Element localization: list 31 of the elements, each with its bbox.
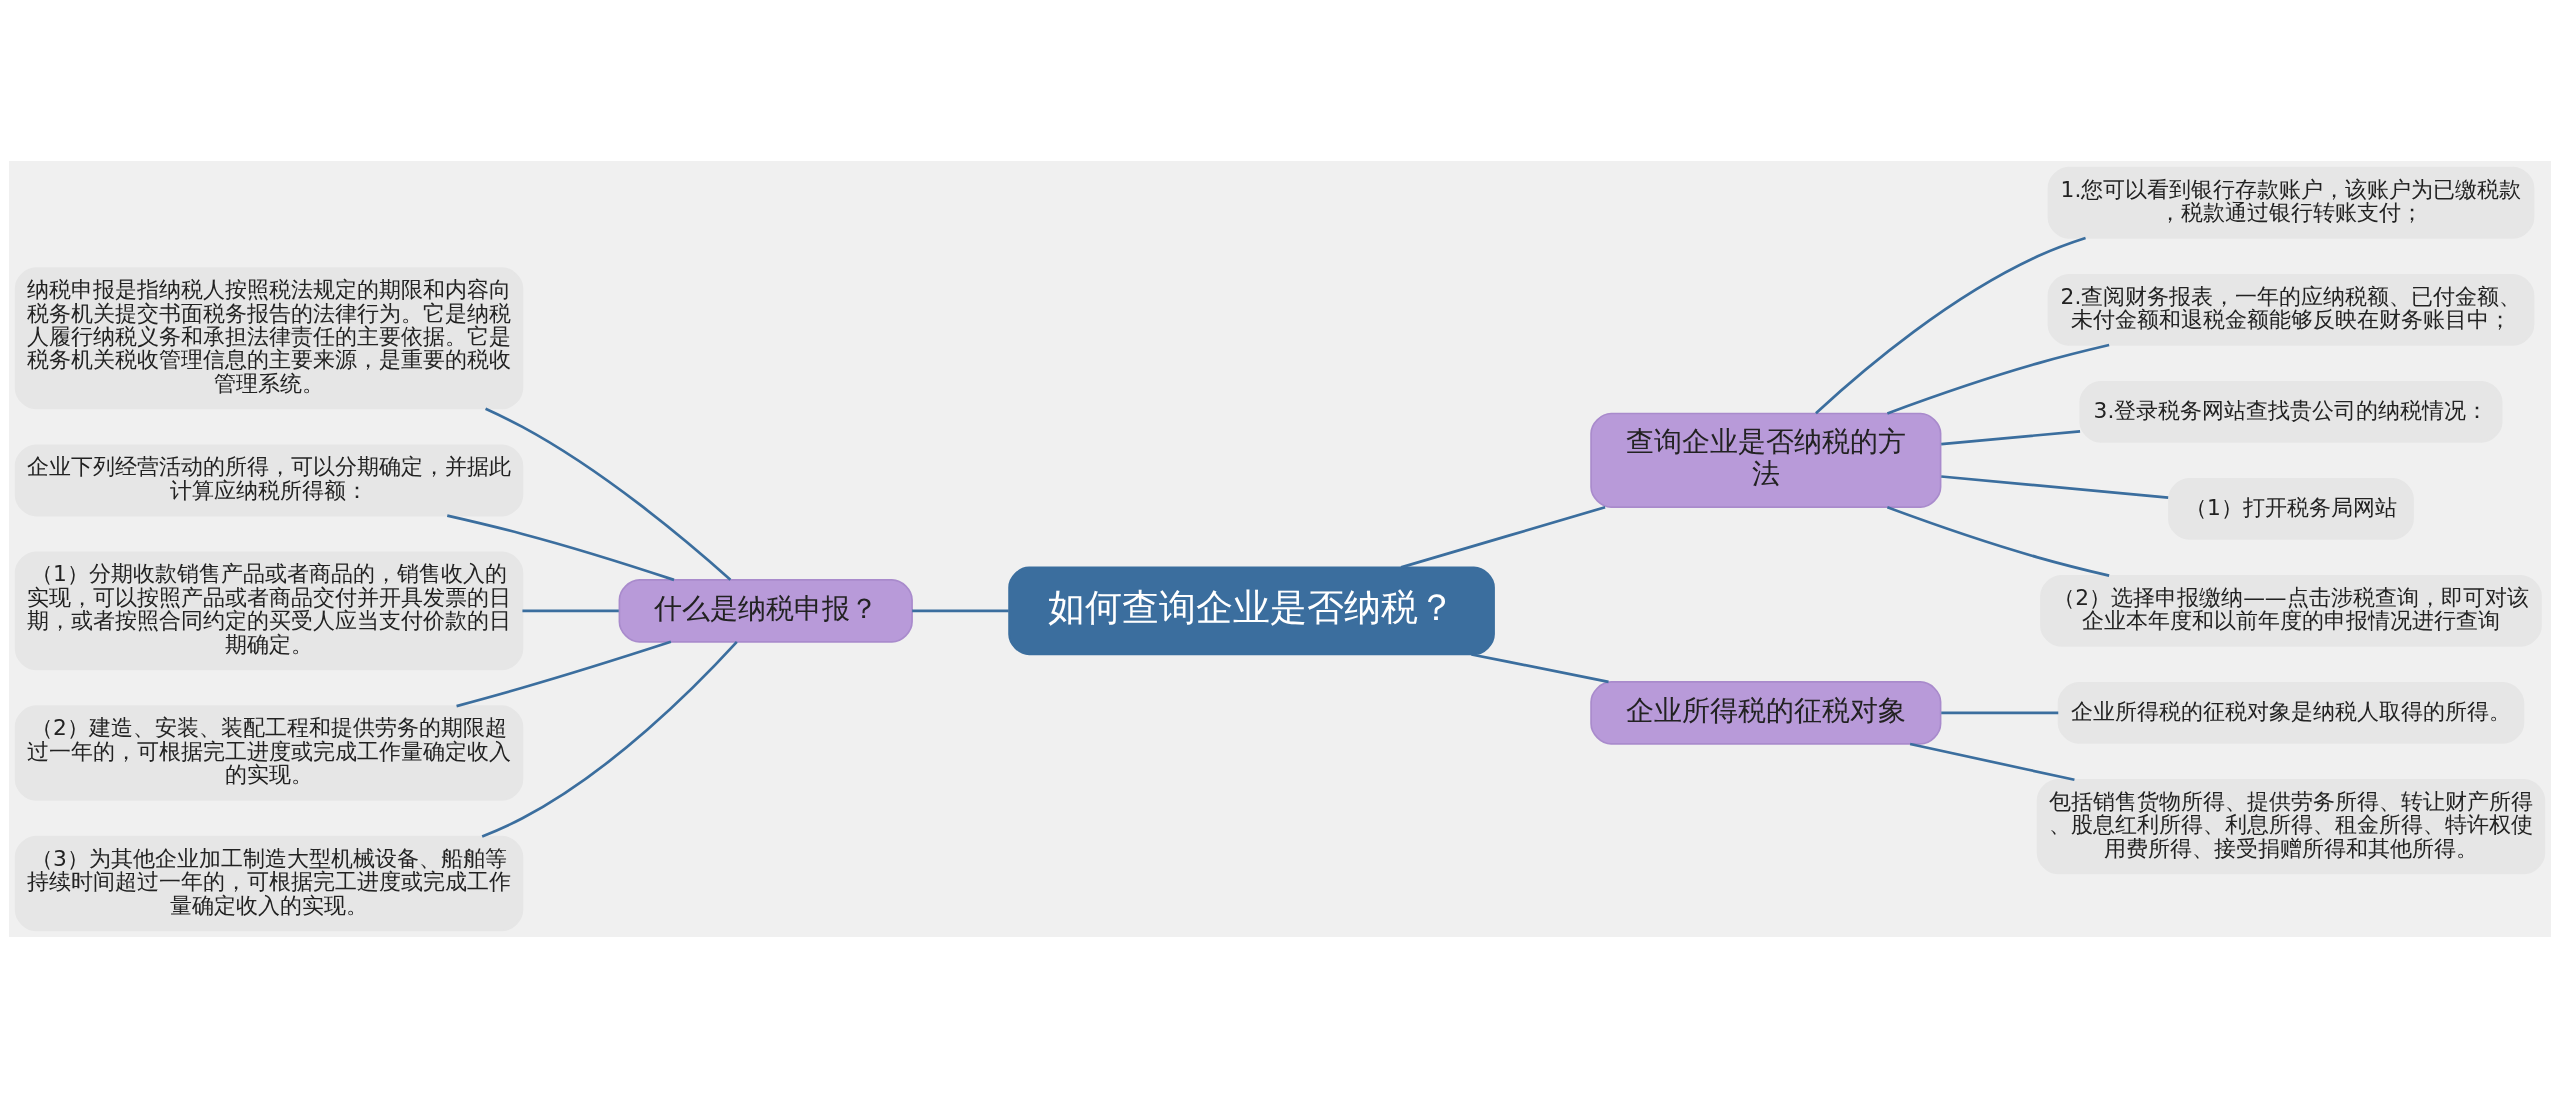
connector: [1941, 429, 2081, 446]
node-box: 企业下列经营活动的所得，可以分期确定，并据此计算应纳税所得额：: [14, 444, 524, 517]
connector: [522, 609, 619, 613]
node-box: 1.您可以看到银行存款账户，该账户为已缴税款，税款通过银行转账支付；: [2047, 166, 2535, 239]
connector: [1909, 742, 2075, 782]
connector: [1941, 475, 2169, 499]
connector: [481, 641, 738, 838]
node-box: 如何查询企业是否纳税？: [1008, 566, 1495, 656]
connector: [1886, 506, 2110, 577]
node-box: （2）选择申报缴纳——点击涉税查询，即可对该企业本年度和以前年度的申报情况进行查询: [2040, 574, 2542, 647]
connector: [446, 514, 675, 582]
node-box: 3.登录税务网站查找贵公司的纳税情况：: [2079, 380, 2503, 443]
connector: [1815, 236, 2086, 415]
node-box: （1）分期收款销售产品或者商品的，销售收入的实现，可以按照产品或者商品交付并开具发票的日期，或者按照合同约定的买受人应当支付价款的日期确定。: [14, 551, 524, 671]
node-box: 查询企业是否纳税的方法: [1590, 412, 1942, 509]
node-box: 包括销售货物所得、提供劳务所得、转让财产所得、股息红利所得、利息所得、租金所得、特许权使用费所得、接受捐赠所得和其他所得。: [2036, 778, 2546, 875]
node-box: 2.查阅财务报表，一年的应纳税额、已付金额、未付金额和退税金额能够反映在财务账目中；: [2047, 273, 2535, 346]
node-box: （3）为其他企业加工制造大型机械设备、船舶等持续时间超过一年的，可根据完工进度或完成工作量确定收入的实现。: [14, 835, 524, 932]
node-box: 什么是纳税申报？: [618, 579, 913, 643]
connector: [1886, 343, 2110, 415]
connector: [456, 640, 672, 708]
node-box: （1）打开税务局网站: [2168, 477, 2414, 540]
node-box: 纳税申报是指纳税人按照税法规定的期限和内容向税务机关提交书面税务报告的法律行为。它是纳税人履行纳税义务和承担法律责任的主要依据。它是税务机关税收管理信息的主要来源，是重要的税收管理系统。: [14, 267, 524, 410]
node-box: 企业所得税的征税对象: [1590, 681, 1942, 745]
node-box: 企业所得税的征税对象是纳税人取得的所得。: [2057, 681, 2525, 744]
connector: [485, 407, 732, 581]
node-box: （2）建造、安装、装配工程和提供劳务的期限超过一年的，可根据完工进度或完成工作量确定收入的实现。: [14, 705, 524, 801]
connector: [1400, 505, 1606, 569]
connector: [1471, 653, 1609, 684]
connector: [912, 609, 1009, 613]
connector: [1941, 711, 2059, 715]
